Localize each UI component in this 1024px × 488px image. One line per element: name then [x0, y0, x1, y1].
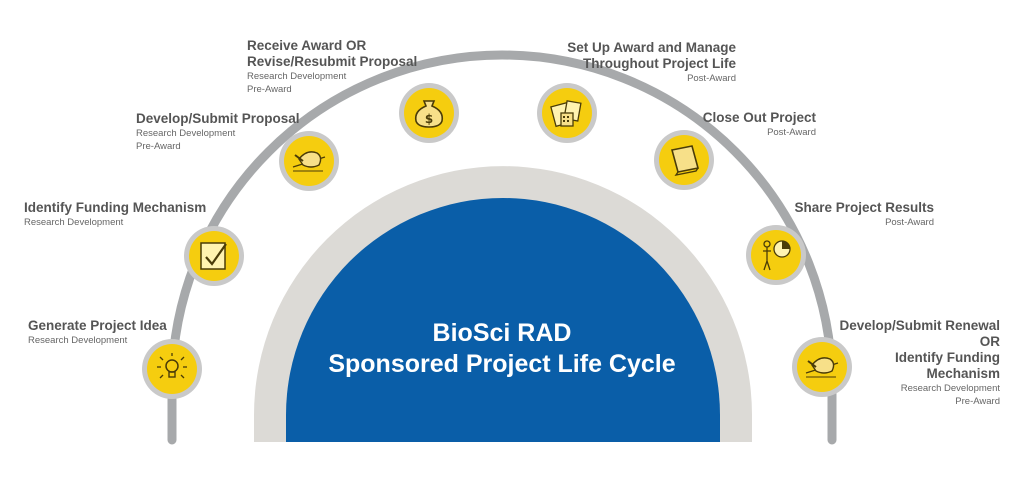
- step-node-6: [654, 130, 714, 190]
- step-label-setup-award: Set Up Award and Manage Throughout Proje…: [567, 40, 736, 85]
- step-subtitle: Pre-Award: [136, 141, 181, 152]
- step-subtitle: Post-Award: [687, 73, 736, 84]
- step-title: Generate Project Idea: [28, 318, 167, 333]
- step-label-develop-proposal: Develop/Submit Proposal Research Develop…: [136, 111, 300, 153]
- diagram-title: BioSci RAD Sponsored Project Life Cycle: [300, 318, 704, 380]
- step-title: Throughout Project Life: [583, 56, 736, 71]
- lightbulb-icon: [157, 353, 187, 379]
- step-node-8: [792, 337, 852, 397]
- checklist-icon: [200, 242, 227, 270]
- step-label-renewal: Develop/Submit Renewal OR Identify Fundi…: [839, 318, 1000, 408]
- presenter-chart-icon: [763, 240, 791, 271]
- step-title: Identify Funding: [895, 350, 1000, 365]
- title-line-1: BioSci RAD: [432, 319, 572, 347]
- step-title: Close Out Project: [702, 110, 816, 125]
- step-subtitle: Post-Award: [885, 217, 934, 228]
- step-node-3: [279, 131, 339, 191]
- step-label-identify-funding: Identify Funding Mechanism Research Deve…: [24, 200, 206, 229]
- step-subtitle: Pre-Award: [247, 84, 292, 95]
- step-title: Revise/Resubmit Proposal: [247, 54, 418, 69]
- node-group: $: [142, 83, 852, 399]
- inner-arch: [286, 198, 720, 442]
- step-subtitle: Research Development: [136, 128, 236, 139]
- step-node-5: [537, 83, 597, 143]
- money-bag-icon: $: [414, 100, 444, 128]
- writing-hand-icon: [805, 357, 839, 378]
- step-title: Identify Funding Mechanism: [24, 200, 207, 215]
- step-title: OR: [979, 334, 1000, 349]
- step-node-2: [184, 226, 244, 286]
- step-subtitle: Research Development: [247, 71, 347, 82]
- svg-text:$: $: [425, 112, 433, 126]
- step-node-fill: [147, 344, 197, 394]
- step-subtitle: Research Development: [28, 335, 128, 346]
- step-label-receive-award: Receive Award OR Revise/Resubmit Proposa…: [247, 38, 417, 96]
- step-label-close-out: Close Out Project Post-Award: [703, 110, 816, 139]
- step-title: Develop/Submit Renewal: [839, 318, 1000, 333]
- step-subtitle: Research Development: [24, 217, 124, 228]
- step-title: Mechanism: [926, 366, 1000, 381]
- writing-hand-icon: [292, 151, 326, 172]
- step-title: Receive Award OR: [247, 38, 367, 53]
- closed-book-icon: [671, 145, 699, 177]
- step-title: Develop/Submit Proposal: [136, 111, 300, 126]
- step-title: Set Up Award and Manage: [567, 40, 736, 55]
- step-subtitle: Post-Award: [767, 127, 816, 138]
- step-label-generate-idea: Generate Project Idea Research Developme…: [28, 318, 167, 347]
- title-line-2: Sponsored Project Life Cycle: [328, 350, 676, 378]
- calculator-documents-icon: [550, 100, 582, 128]
- step-label-share-results: Share Project Results Post-Award: [794, 200, 934, 229]
- step-title: Share Project Results: [794, 200, 934, 215]
- step-node-1: [142, 339, 202, 399]
- step-subtitle: Research Development: [900, 383, 1000, 394]
- step-node-4: $: [399, 83, 459, 143]
- step-subtitle: Pre-Award: [955, 396, 1000, 407]
- step-node-7: [746, 225, 806, 285]
